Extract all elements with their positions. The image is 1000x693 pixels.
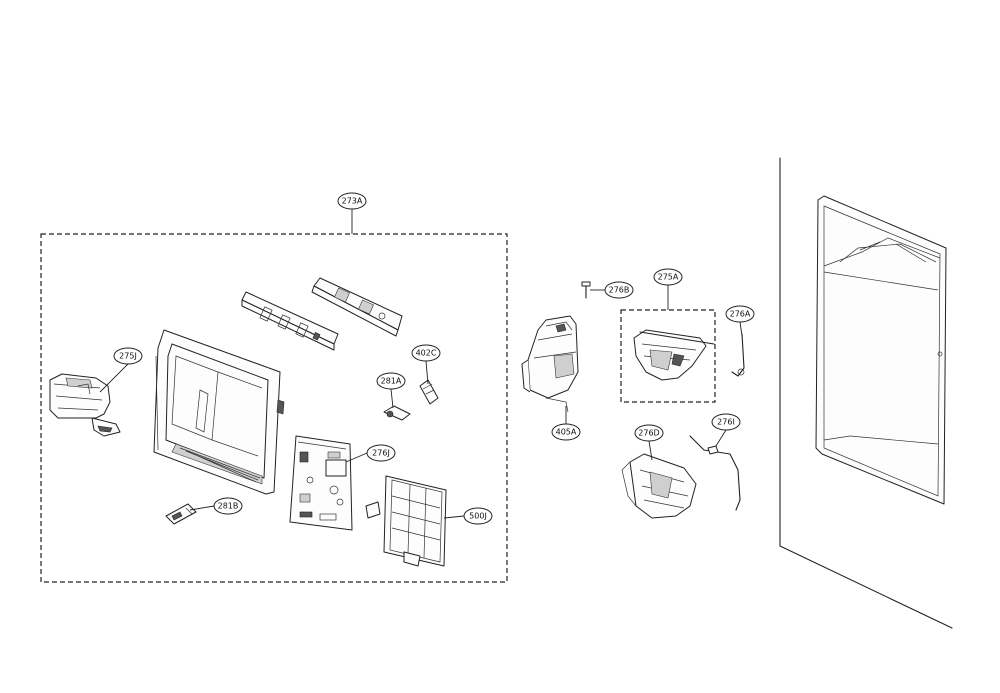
part-275A xyxy=(633,329,715,381)
callout-402C-label: 402C xyxy=(416,349,437,358)
callout-273A-label: 273A xyxy=(342,197,363,206)
part-275J xyxy=(49,373,121,437)
part-281B xyxy=(165,503,197,525)
part-276B xyxy=(581,281,591,299)
part-276D xyxy=(621,453,697,519)
refrigerator-door xyxy=(779,157,953,629)
part-276I xyxy=(689,435,741,511)
callout-276B: 276B xyxy=(590,281,634,299)
callout-405A: 405A xyxy=(551,406,581,441)
dispenser-cover-frame xyxy=(153,329,285,495)
callout-276I: 276I xyxy=(711,413,741,447)
callout-281A-label: 281A xyxy=(381,377,402,386)
callout-281B-label: 281B xyxy=(218,502,239,511)
callout-276B-label: 276B xyxy=(609,286,630,295)
assembly-group-box xyxy=(40,233,508,583)
callout-275J: 275J xyxy=(99,347,143,393)
part-276J xyxy=(289,435,353,531)
display-strip-left xyxy=(241,291,339,351)
display-strip-right xyxy=(311,277,403,337)
callout-275A: 275A xyxy=(653,268,683,310)
callout-500J-label: 500J xyxy=(469,512,487,521)
callout-273A: 273A xyxy=(337,192,367,234)
callout-276D: 276D xyxy=(634,424,664,461)
part-275A-group-box xyxy=(620,309,716,403)
part-281A xyxy=(383,405,411,421)
callout-276I-label: 276I xyxy=(717,418,735,427)
callout-276D-label: 276D xyxy=(638,429,659,438)
part-276A xyxy=(731,333,745,377)
callout-275J-label: 275J xyxy=(119,352,137,361)
part-402C xyxy=(419,379,439,405)
callout-276J: 276J xyxy=(345,444,396,463)
callout-402C: 402C xyxy=(411,344,441,385)
callout-281B: 281B xyxy=(189,497,243,515)
callout-276J-label: 276J xyxy=(372,449,390,458)
callout-500J: 500J xyxy=(443,507,493,525)
callout-276A: 276A xyxy=(725,305,755,337)
callout-275A-label: 275A xyxy=(658,273,679,282)
part-405A xyxy=(521,315,579,413)
callout-405A-label: 405A xyxy=(556,428,577,437)
callout-281A: 281A xyxy=(376,372,406,409)
part-500J xyxy=(365,475,447,567)
callout-276A-label: 276A xyxy=(730,310,751,319)
